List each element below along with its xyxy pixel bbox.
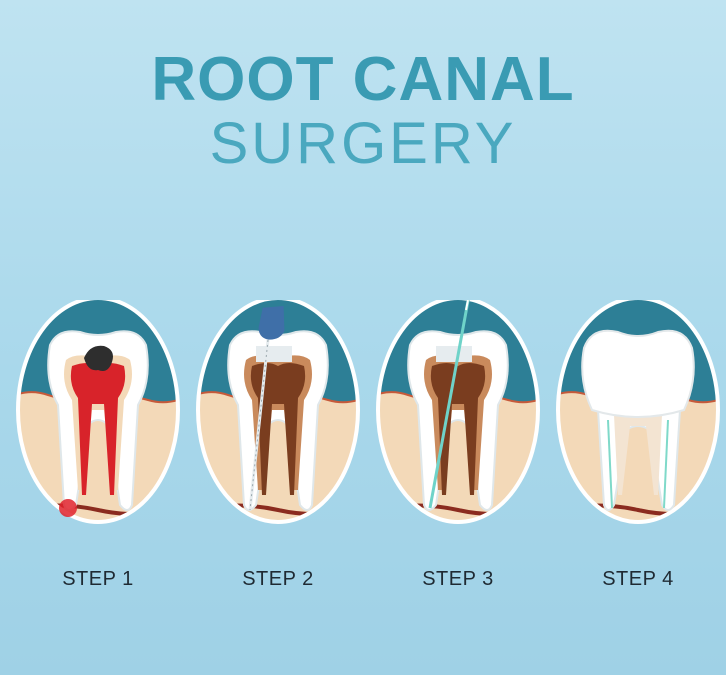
access-opening bbox=[256, 346, 292, 362]
title-line-2: SURGERY bbox=[209, 111, 517, 176]
infected-pulp bbox=[70, 363, 126, 495]
step-3-illustration bbox=[368, 300, 548, 540]
step-2-illustration bbox=[188, 300, 368, 540]
step-1-illustration bbox=[8, 300, 188, 540]
filler-tool bbox=[428, 300, 470, 509]
step-4-illustration bbox=[548, 300, 726, 540]
step-1-label: STEP 1 bbox=[62, 568, 134, 590]
title-line-1: ROOT CANAL bbox=[151, 45, 575, 114]
step-3-label: STEP 3 bbox=[422, 568, 494, 590]
step-2-label: STEP 2 bbox=[242, 568, 314, 590]
crown bbox=[581, 329, 695, 418]
cleaned-pulp bbox=[250, 363, 306, 495]
file-tool bbox=[258, 306, 285, 340]
abscess bbox=[59, 499, 77, 517]
step-4-label: STEP 4 bbox=[602, 568, 674, 590]
decay bbox=[84, 345, 113, 371]
